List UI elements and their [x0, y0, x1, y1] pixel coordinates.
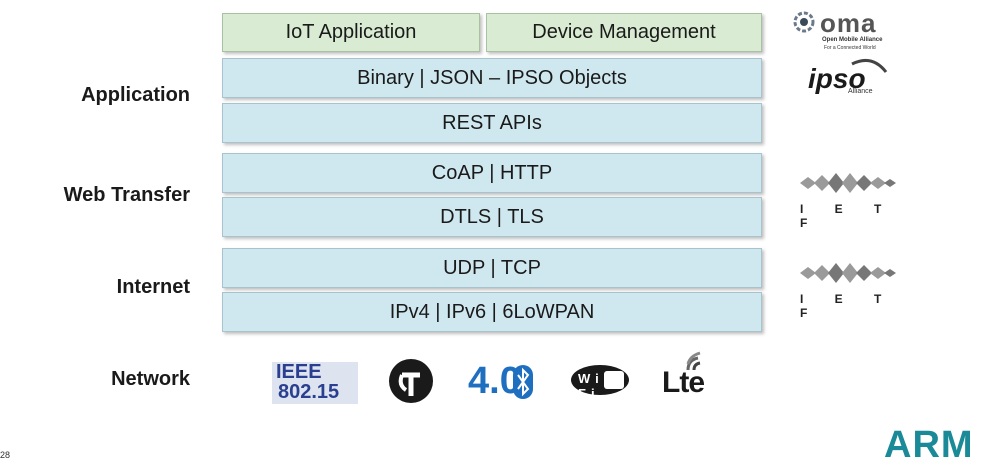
lte-logo: Lte — [660, 350, 716, 402]
wifi-logo: Wi Fi — [570, 364, 630, 401]
wifi-text: Wi Fi — [578, 371, 604, 401]
dtls-tls-label: DTLS | TLS — [440, 205, 544, 228]
ietf-letters-2: I E T F — [800, 292, 896, 320]
rest-apis-box: REST APIs — [222, 103, 762, 143]
udp-tcp-box: UDP | TCP — [222, 248, 762, 288]
device-management-box: Device Management — [486, 13, 762, 52]
ietf-logo-1: I E T F — [798, 172, 898, 230]
bluetooth-4-logo: 4.0 — [468, 358, 538, 404]
binary-json-label: Binary | JSON – IPSO Objects — [357, 66, 627, 89]
binary-json-box: Binary | JSON – IPSO Objects — [222, 58, 762, 98]
thread-icon — [389, 359, 433, 403]
ipso-logo: ipso Alliance — [806, 58, 890, 102]
coap-http-label: CoAP | HTTP — [431, 161, 553, 184]
arm-logo: ARM — [884, 424, 974, 466]
oma-logo: oma Open Mobile Alliance For a Connected… — [790, 8, 900, 54]
coap-http-box: CoAP | HTTP — [222, 153, 762, 193]
ipso-wordmark: ipso — [808, 63, 866, 94]
page-number: 28 — [0, 450, 11, 460]
udp-tcp-label: UDP | TCP — [443, 256, 541, 279]
iot-application-box: IoT Application — [222, 13, 480, 52]
ietf-diamond-pattern-1 — [800, 173, 896, 193]
layer-label-internet: Internet — [116, 276, 190, 298]
wifi-icon — [571, 365, 629, 395]
bluetooth-version: 4.0 — [468, 360, 521, 402]
ieee-text: IEEE — [276, 361, 322, 383]
ietf-letters-1: I E T F — [800, 202, 896, 230]
bluetooth-icon — [513, 365, 533, 399]
ietf-diamond-pattern-2 — [800, 263, 896, 283]
oma-logo-mark — [793, 11, 815, 33]
lte-text: Lte — [662, 366, 705, 399]
rest-apis-label: REST APIs — [442, 111, 542, 134]
device-management-label: Device Management — [532, 21, 716, 43]
ipso-sub: Alliance — [848, 88, 873, 95]
thread-logo — [388, 358, 434, 404]
oma-tagline-2: For a Connected World — [824, 45, 876, 51]
ietf-logo-2: I E T F — [798, 262, 898, 320]
ipv4-ipv6-label: IPv4 | IPv6 | 6LoWPAN — [389, 300, 595, 323]
layer-label-application: Application — [81, 84, 190, 106]
layer-label-web-transfer: Web Transfer — [63, 184, 190, 206]
ipv4-ipv6-box: IPv4 | IPv6 | 6LoWPAN — [222, 292, 762, 332]
signal-icon — [686, 351, 701, 371]
ieee-802-text: 802.15 — [278, 381, 340, 403]
oma-wordmark: oma — [820, 8, 877, 38]
ipso-logo-mark: ipso — [808, 58, 888, 94]
iot-application-label: IoT Application — [285, 21, 417, 43]
layer-label-network: Network — [111, 368, 190, 390]
ieee-802-15-logo: IEEE 802.15 — [272, 362, 358, 404]
dtls-tls-box: DTLS | TLS — [222, 197, 762, 237]
oma-tagline-1: Open Mobile Alliance — [822, 37, 883, 43]
